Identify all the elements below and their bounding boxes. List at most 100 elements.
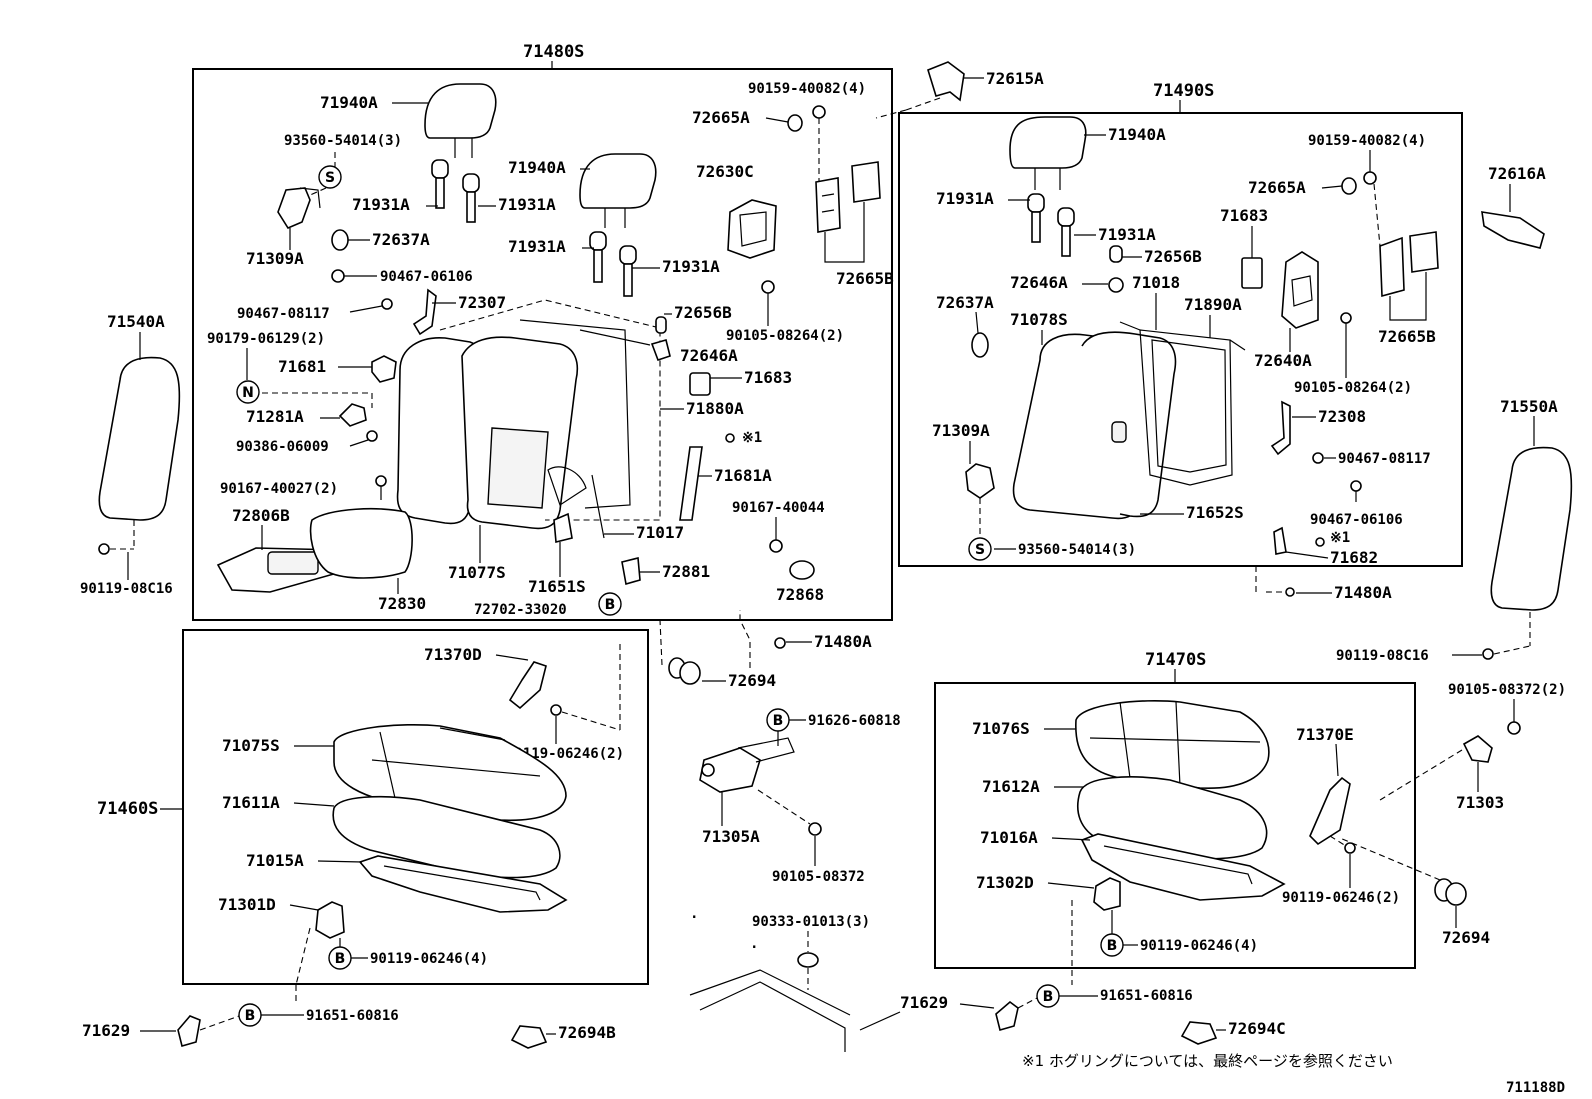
label-72702: 72702-33020 [474,602,567,618]
circle-b-0: B [605,597,616,613]
circle-n: N [242,385,254,401]
label-72307: 72307 [458,293,506,312]
circle-s-2: S [975,542,985,558]
label-71303: 71303 [1456,793,1504,812]
cushion-frame-71016a [1080,833,1286,901]
label-90105-08372-2: 90105-08372(2) [1448,682,1566,698]
label-71683-l: 71683 [744,368,792,387]
label-71480a-2: 71480A [814,632,872,651]
label-90167-40044: 90167-40044 [732,500,825,516]
label-71077s: 71077S [448,563,506,582]
label-90105-08264-r: 90105-08264(2) [1294,380,1412,396]
label-71305a: 71305A [702,827,760,846]
label-71017: 71017 [636,523,684,542]
label-71651s: 71651S [528,577,586,596]
label-72637a-r: 72637A [936,293,994,312]
label-90159-r: 90159-40082(4) [1308,133,1426,149]
label-71681: 71681 [278,357,326,376]
label-90467-08117-r: 90467-08117 [1338,451,1431,467]
label-72646a-r: 72646A [1010,273,1068,292]
circle-b-4: B [335,951,346,967]
label-72868: 72868 [776,585,824,604]
label-71880a: 71880A [686,399,744,418]
label-72665b-l: 72665B [836,269,894,288]
frame-71460s [182,629,649,985]
label-90105-08372: 90105-08372 [772,869,865,885]
label-71309a-l: 71309A [246,249,304,268]
label-71629-l: 71629 [82,1021,130,1040]
label-71550a: 71550A [1500,397,1558,416]
label-71890a: 71890A [1184,295,1242,314]
circle-b-2: B [245,1008,256,1024]
label-72656b-l: 72656B [674,303,732,322]
label-90467-06106-r: 90467-06106 [1310,512,1403,528]
label-71629-r: 71629 [900,993,948,1012]
label-71683-r: 71683 [1220,206,1268,225]
label-71076s: 71076S [972,719,1030,738]
frame-71480s [192,68,893,621]
label-71940a-r: 71940A [1108,125,1166,144]
label-90467-06106-l: 90467-06106 [380,269,473,285]
label-72830: 72830 [378,594,426,613]
svg-text:.: . [750,936,758,952]
circle-b-1: B [773,713,784,729]
label-72694b: 72694B [558,1023,616,1042]
label-90159-l: 90159-40082(4) [748,81,866,97]
side-bolster-71540a [98,356,181,521]
armrest-72830 [309,507,413,579]
label-71370d: 71370D [424,645,482,664]
label-90386: 90386-06009 [236,439,329,455]
label-90167-40027: 90167-40027(2) [220,481,338,497]
label-72694-1: 72694 [728,671,776,690]
label-71940a-l2: 71940A [508,158,566,177]
label-72694c: 72694C [1228,1019,1286,1038]
label-71540a: 71540A [107,312,165,331]
label-71480s: 71480S [523,42,584,62]
footnote: ※1 ホグリングについては、最終ページを参照ください [1022,1052,1393,1070]
label-72665a-l: 72665A [692,108,750,127]
label-72694-2: 72694 [1442,928,1490,947]
label-71940a-l1: 71940A [320,93,378,112]
label-71309a-r: 71309A [932,421,990,440]
label-72665a-r: 72665A [1248,178,1306,197]
label-90119-06246-4-l: 90119-06246(4) [370,951,488,967]
cushion-frame-71015a [358,855,568,913]
label-71301d: 71301D [218,895,276,914]
label-72646a-l: 72646A [680,346,738,365]
label-90119-06246-4-r: 90119-06246(4) [1140,938,1258,954]
label-71018: 71018 [1132,273,1180,292]
label-90119-08c16-l: 90119-08C16 [80,581,173,597]
label-71652s: 71652S [1186,503,1244,522]
label-90105-08264-l: 90105-08264(2) [726,328,844,344]
side-bolster-71550a [1490,446,1573,611]
label-71931a-l4: 71931A [662,257,720,276]
label-71931a-l2: 71931A [498,195,556,214]
label-71015a: 71015A [246,851,304,870]
label-72665b-r: 72665B [1378,327,1436,346]
label-71460s: 71460S [97,799,158,819]
label-71302d: 71302D [976,873,1034,892]
label-72615a: 72615A [986,69,1044,88]
cushion-cover-71076s [1075,700,1270,789]
figure-id: 711188D [1506,1080,1565,1096]
label-71931a-r1: 71931A [936,189,994,208]
label-72881: 72881 [662,562,710,581]
label-71075s: 71075S [222,736,280,755]
label-90119-06246-2-r: 90119-06246(2) [1282,890,1400,906]
label-71681a: 71681A [714,466,772,485]
label-91651-r: 91651-60816 [1100,988,1193,1004]
label-71931a-l3: 71931A [508,237,566,256]
headrest-shape-2 [579,153,657,209]
label-90467-08117-l: 90467-08117 [237,306,330,322]
label-93560-l: 93560-54014(3) [284,133,402,149]
circle-s-1: S [325,170,335,186]
circle-b-5: B [1107,938,1118,954]
circle-b-3: B [1043,989,1054,1005]
label-90119-08c16-r: 90119-08C16 [1336,648,1429,664]
headrest-shape-3 [1009,116,1087,169]
label-71931a-l1: 71931A [352,195,410,214]
label-71016a: 71016A [980,828,1038,847]
label-90333: 90333-01013(3) [752,914,870,930]
label-72806b: 72806B [232,506,290,525]
